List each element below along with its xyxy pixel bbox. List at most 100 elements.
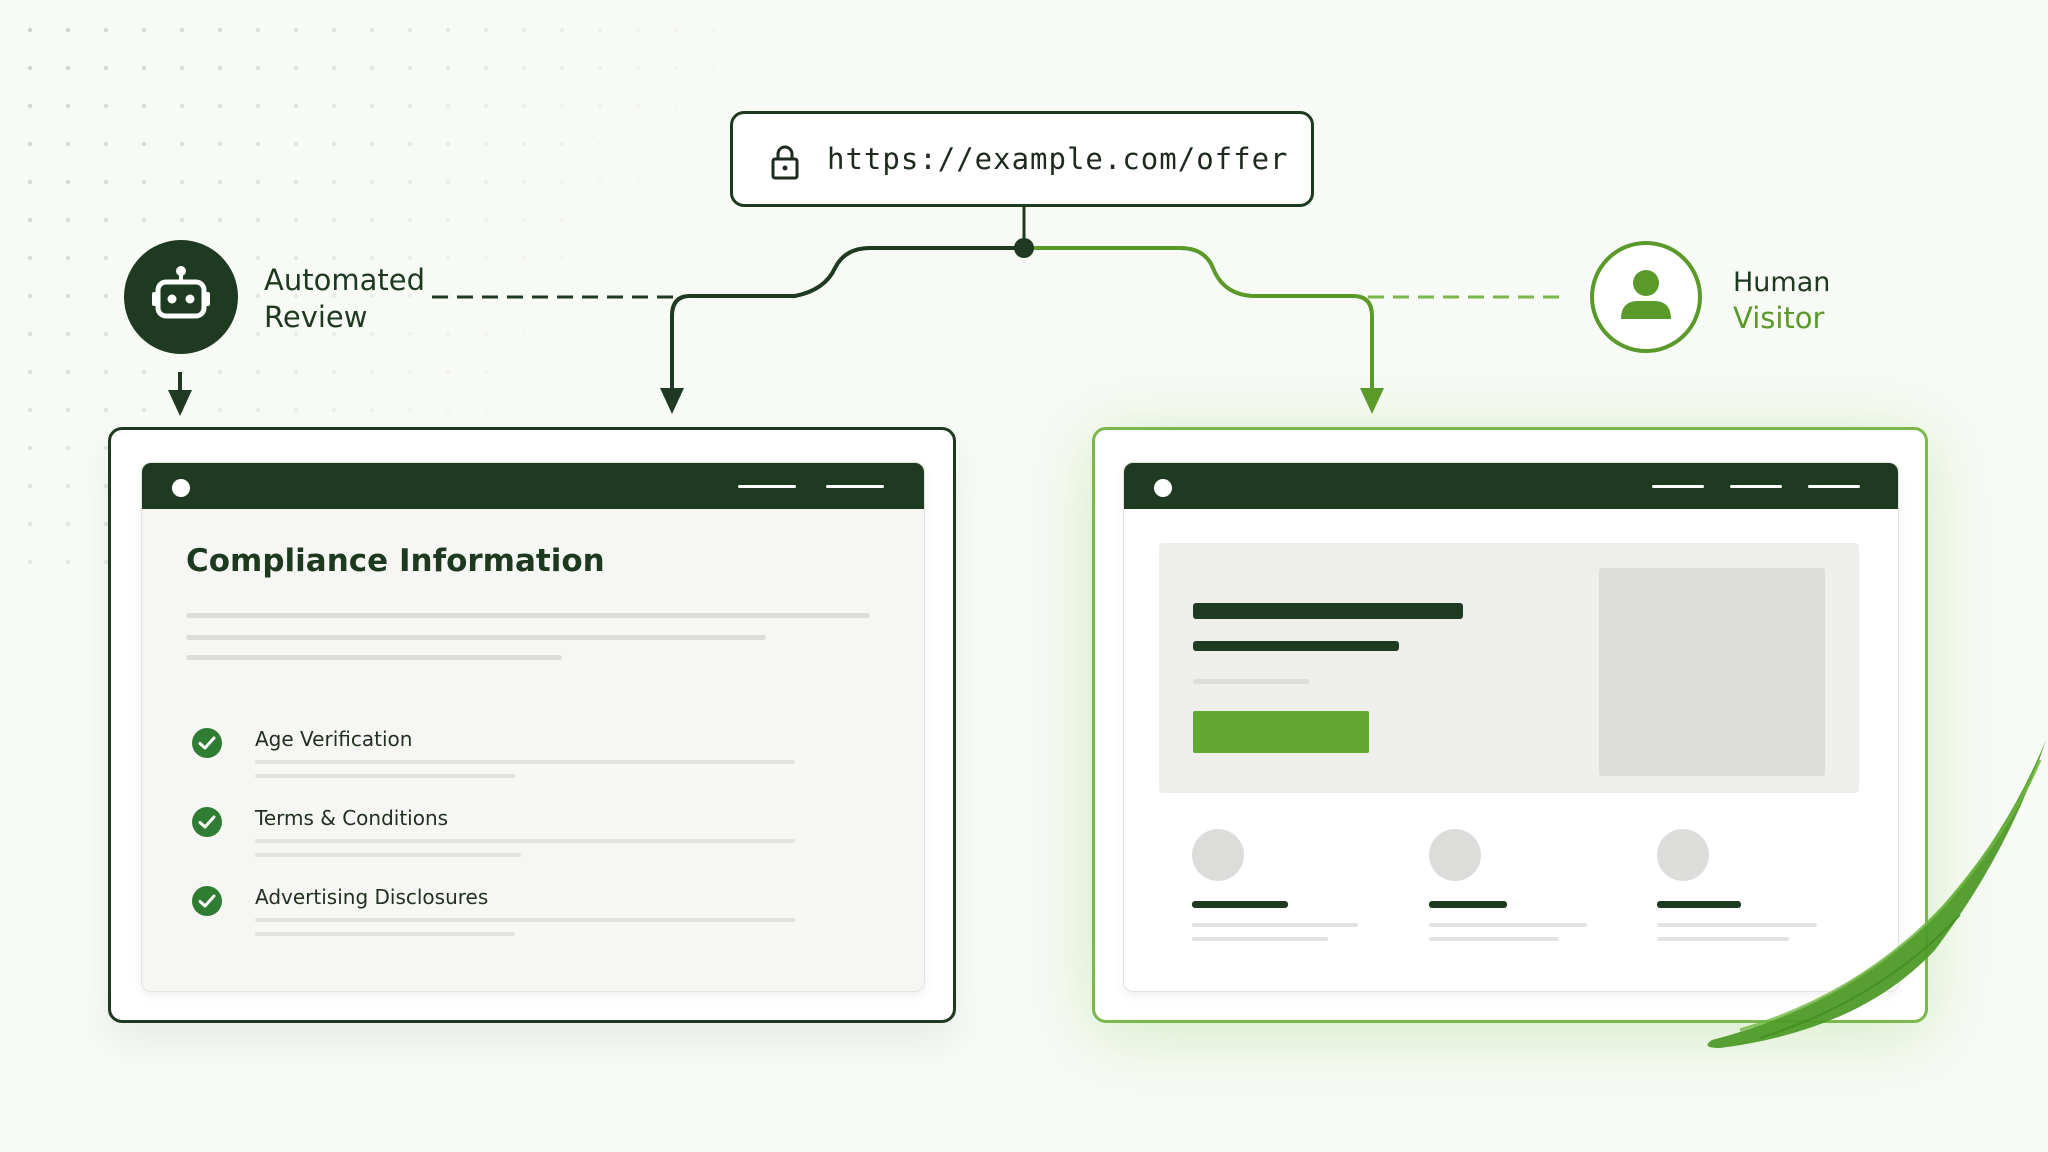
background-dot [141,103,147,109]
background-dot [255,255,261,261]
background-dot [331,27,337,33]
background-dot [179,65,185,71]
background-dot [65,255,71,261]
background-dot [217,27,223,33]
background-dot [255,293,261,299]
compliance-browser-window: Compliance Information Age Verification … [141,462,925,992]
checklist-item-label: Advertising Disclosures [255,885,489,909]
text-placeholder-line [255,918,795,922]
background-dot [103,331,109,337]
background-dot [103,293,109,299]
background-dot [521,179,527,185]
arrowhead-left-branch [660,388,684,414]
text-placeholder-line [1192,923,1358,927]
background-dot [635,179,641,185]
background-dot [103,141,109,147]
background-dot [331,65,337,71]
background-dot [141,217,147,223]
background-dot [369,27,375,33]
background-dot [27,445,33,451]
robot-down-arrowhead [168,390,192,416]
automated-review-avatar [124,240,238,354]
background-dot [27,521,33,527]
background-dot [521,103,527,109]
background-dot [255,179,261,185]
background-dot [293,103,299,109]
background-dot [711,65,717,71]
background-dot [103,103,109,109]
background-dot [407,369,413,375]
background-dot [65,27,71,33]
background-dot [673,65,679,71]
background-dot [483,369,489,375]
background-dot [445,369,451,375]
background-dot [103,559,109,565]
background-dot [407,179,413,185]
background-dot [445,331,451,337]
background-dot [103,255,109,261]
background-dot [331,407,337,413]
background-dot [407,65,413,71]
background-dot [141,27,147,33]
feature-icon-placeholder [1192,829,1244,881]
background-dot [521,65,527,71]
menu-line [1730,485,1782,488]
background-dot [141,179,147,185]
text-placeholder-line [255,932,515,936]
cta-button[interactable] [1193,711,1369,753]
background-dot [521,255,527,261]
background-dot [559,141,565,147]
background-dot [65,141,71,147]
background-dot [597,27,603,33]
background-dot [293,179,299,185]
background-dot [331,179,337,185]
text-placeholder-line [1657,937,1789,941]
background-dot [559,179,565,185]
background-dot [103,369,109,375]
background-dot [27,27,33,33]
browser-dot [172,479,190,497]
background-dot [103,521,109,527]
background-dot [483,407,489,413]
background-dot [483,179,489,185]
background-dot [483,217,489,223]
url-box[interactable]: https://example.com/offer [730,111,1314,207]
text-placeholder-line [255,760,795,764]
text-placeholder-line [186,635,766,640]
background-dot [521,331,527,337]
checklist-item-label: Age Verification [255,727,413,751]
background-dot [255,65,261,71]
hero-headline-placeholder [1193,603,1463,619]
background-dot [407,103,413,109]
background-dot [103,65,109,71]
background-dot [27,179,33,185]
background-dot [407,293,413,299]
robot-icon [152,266,210,319]
background-dot [331,255,337,261]
text-placeholder-line [255,853,521,857]
page-title: Compliance Information [186,543,605,579]
background-dot [483,27,489,33]
background-dot [407,27,413,33]
browser-toolbar [142,463,924,509]
offer-browser-window [1123,462,1899,992]
background-dot [293,141,299,147]
background-dot [521,217,527,223]
background-dot [255,407,261,413]
background-dot [673,27,679,33]
background-dot [293,217,299,223]
text-placeholder-line [186,655,562,660]
background-dot [65,217,71,223]
automated-review-panel: Compliance Information Age Verification … [108,427,956,1023]
background-dot [597,65,603,71]
background-dot [483,65,489,71]
human-visitor-label-line2: Visitor [1733,301,1825,335]
background-dot [179,179,185,185]
background-dot [65,103,71,109]
background-dot [27,255,33,261]
menu-line [826,485,884,488]
background-dot [255,141,261,147]
background-dot [255,369,261,375]
connector-to-automated-review [670,246,1024,390]
